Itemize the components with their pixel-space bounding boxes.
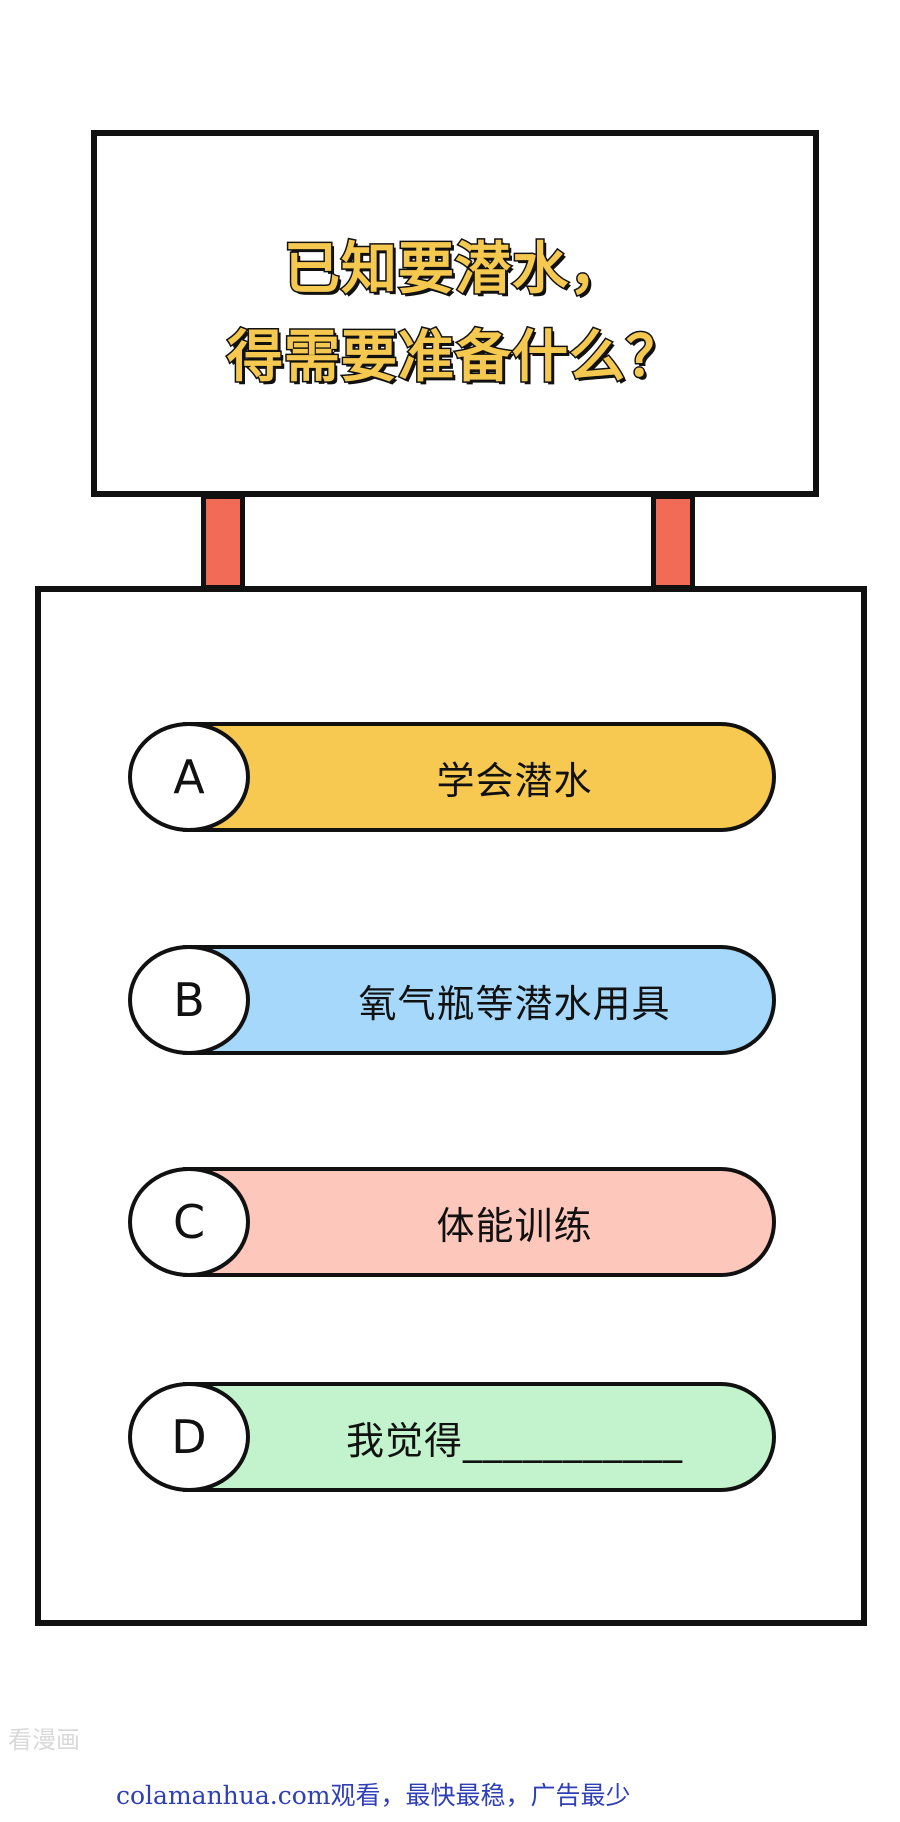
option-c[interactable]: C 体能训练 [128, 1167, 776, 1277]
question-line-1: 已知要潜水， [283, 235, 627, 303]
question-line-2: 得需要准备什么？ [226, 323, 684, 391]
sign-post-right [651, 494, 695, 590]
option-a-letter: A [128, 722, 250, 832]
option-c-text: 体能训练 [436, 1203, 593, 1248]
option-a-text: 学会潜水 [436, 758, 593, 803]
option-a-bar[interactable]: 学会潜水 [183, 722, 776, 832]
question-sign-board: 已知要潜水， 得需要准备什么？ [91, 130, 819, 497]
option-b-text: 氧气瓶等潜水用具 [358, 981, 671, 1026]
option-a[interactable]: A 学会潜水 [128, 722, 776, 832]
watermark: 看漫画 [8, 1726, 80, 1754]
option-d-bar[interactable]: 我觉得___________ [183, 1382, 776, 1492]
option-d[interactable]: D 我觉得___________ [128, 1382, 776, 1492]
option-d-text: 我觉得___________ [345, 1418, 683, 1463]
option-d-letter: D [128, 1382, 250, 1492]
option-c-bar[interactable]: 体能训练 [183, 1167, 776, 1277]
footer-text: colamanhua.com观看，最快最稳，广告最少 [116, 1781, 631, 1810]
option-c-letter: C [128, 1167, 250, 1277]
option-b-bar[interactable]: 氧气瓶等潜水用具 [183, 945, 776, 1055]
option-b-letter: B [128, 945, 250, 1055]
option-b[interactable]: B 氧气瓶等潜水用具 [128, 945, 776, 1055]
sign-post-left [201, 494, 245, 590]
